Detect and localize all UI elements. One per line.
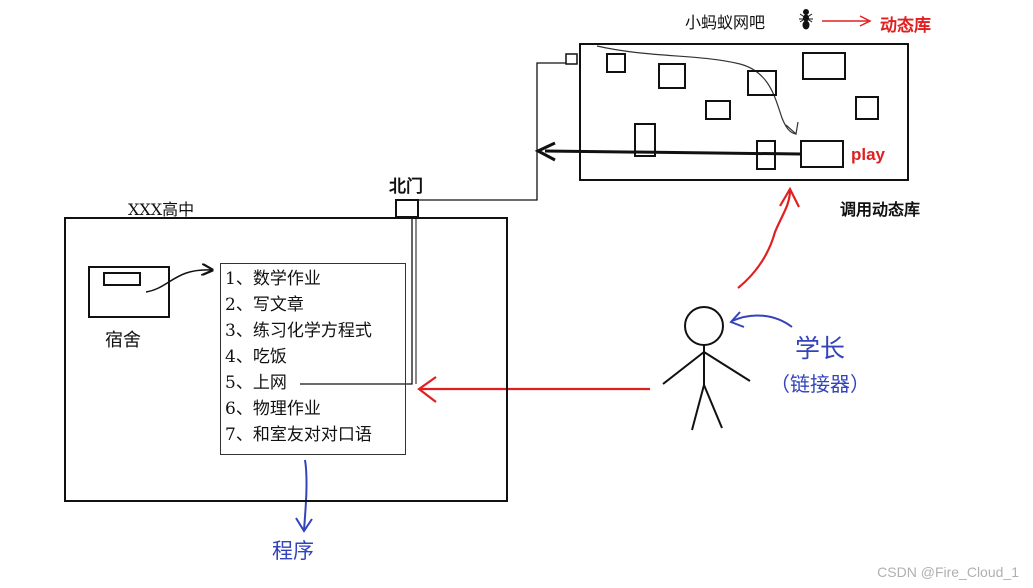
red-up-arrow xyxy=(737,189,792,289)
list-item: 4、吃饭 xyxy=(225,347,287,367)
cafe-connector xyxy=(565,53,578,65)
cafe-seat xyxy=(705,100,731,120)
dynamic-lib-label: 动态库 xyxy=(880,16,931,36)
cafe-seat xyxy=(634,123,656,157)
senior-stick-figure xyxy=(662,306,751,431)
red-call-arrowhead xyxy=(417,376,437,403)
program-label: 程序 xyxy=(272,539,314,563)
cafe-seat xyxy=(747,70,777,96)
blue-head-arrowhead xyxy=(729,311,745,328)
cafe-seat xyxy=(802,52,846,80)
play-label: play xyxy=(851,145,886,164)
task-list: 1、数学作业 2、写文章 3、练习化学方程式 4、吃饭 5、上网 6、物理作业 … xyxy=(220,263,406,455)
cafe-seat xyxy=(756,140,776,170)
return-arrowhead xyxy=(534,141,556,162)
cafe-seat xyxy=(606,53,626,73)
senior-name: 学长 xyxy=(795,334,846,363)
dorm-inner-box xyxy=(103,272,141,286)
school-title: XXX高中 xyxy=(128,200,195,219)
dorm-label: 宿舍 xyxy=(105,330,141,351)
school-box xyxy=(64,217,508,502)
list-item: 1、数学作业 xyxy=(225,269,321,289)
ant-icon xyxy=(799,9,813,30)
watermark: CSDN @Fire_Cloud_1 xyxy=(877,564,1019,580)
cafe-seat xyxy=(855,96,879,120)
play-seat xyxy=(800,140,844,168)
north-gate xyxy=(395,199,419,218)
gate-label: 北门 xyxy=(389,177,423,197)
senior-role: （链接器） xyxy=(770,372,870,396)
internet-cafe-box xyxy=(579,43,909,181)
dorm-to-list-arrow xyxy=(145,270,212,293)
blue-head-arrow xyxy=(731,314,793,328)
list-item: 2、写文章 xyxy=(225,295,304,315)
red-up-arrowhead xyxy=(779,186,800,208)
cafe-seat xyxy=(658,63,686,89)
blue-program-arrow xyxy=(303,459,308,531)
list-item: 7、和室友对对口语 xyxy=(225,425,372,445)
internet-cafe-name: 小蚂蚁网吧 xyxy=(685,13,766,32)
list-item: 5、上网 xyxy=(225,373,287,393)
list-item: 6、物理作业 xyxy=(225,399,321,419)
dorm-box xyxy=(88,266,170,318)
call-dynamic-lib-label: 调用动态库 xyxy=(840,200,921,219)
wander-arrowhead xyxy=(785,121,799,136)
blue-program-arrowhead xyxy=(295,517,313,533)
list-item: 3、练习化学方程式 xyxy=(225,321,372,341)
lib-arrowhead xyxy=(859,15,872,27)
